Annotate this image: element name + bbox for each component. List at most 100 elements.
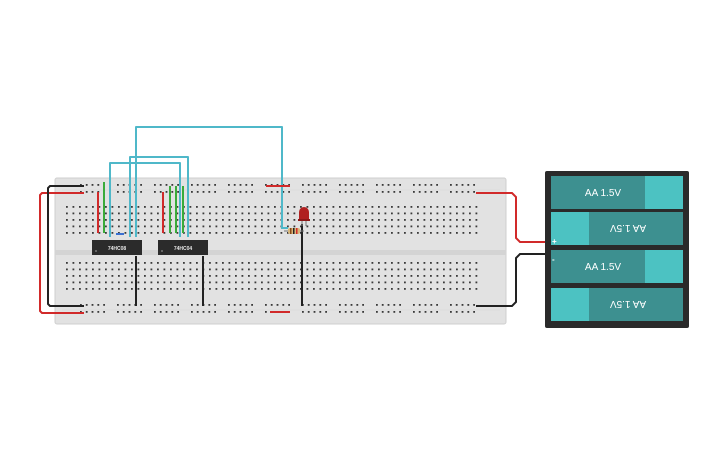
breadboard-hole: [430, 281, 432, 284]
breadboard-hole: [436, 275, 439, 277]
breadboard-hole: [105, 281, 107, 284]
breadboard-hole: [475, 212, 478, 215]
breadboard-hole: [424, 304, 427, 306]
breadboard-hole: [111, 232, 114, 234]
breadboard-hole: [436, 281, 439, 284]
breadboard-hole: [274, 212, 276, 215]
breadboard-hole: [144, 288, 146, 290]
breadboard-hole: [356, 184, 359, 186]
breadboard-hole: [215, 281, 218, 284]
breadboard-hole: [150, 219, 153, 221]
breadboard-hole: [410, 268, 413, 271]
breadboard-hole: [124, 206, 127, 208]
breadboard-hole: [345, 288, 348, 290]
breadboard-hole: [423, 268, 426, 271]
breadboard-hole: [118, 212, 120, 215]
breadboard-hole: [85, 225, 88, 228]
breadboard-hole: [350, 191, 353, 193]
cyan-wire-mid[interactable]: [129, 156, 189, 237]
breadboard-hole: [137, 268, 140, 271]
breadboard-hole: [215, 206, 218, 208]
breadboard-hole: [352, 206, 354, 208]
breadboard-hole: [352, 262, 354, 264]
breadboard-hole: [384, 225, 387, 228]
breadboard-hole: [319, 281, 322, 284]
breadboard-hole: [228, 275, 231, 277]
breadboard-hole: [248, 281, 250, 284]
breadboard-hole: [417, 232, 419, 234]
breadboard-hole: [111, 206, 114, 208]
breadboard-hole: [248, 275, 250, 277]
breadboard-hole: [157, 268, 159, 271]
breadboard-hole: [239, 311, 242, 313]
breadboard-hole: [254, 268, 257, 271]
black-wire-battery[interactable]: [476, 253, 548, 307]
led-red[interactable]: [298, 207, 310, 226]
red-wire-battery[interactable]: [476, 192, 548, 243]
breadboard-hole: [397, 262, 400, 264]
breadboard-hole: [176, 275, 179, 277]
breadboard-hole: [267, 219, 270, 221]
breadboard-hole: [371, 288, 374, 290]
breadboard-hole: [358, 212, 361, 215]
chip-74hc08[interactable]: 74HC08: [92, 240, 142, 255]
breadboard-hole: [467, 304, 470, 306]
breadboard-hole: [171, 304, 174, 306]
breadboard-center-channel: [55, 250, 506, 255]
breadboard-hole: [176, 225, 179, 228]
black-rail-left[interactable]: [47, 185, 84, 307]
breadboard-hole: [274, 275, 276, 277]
breadboard-hole: [387, 184, 390, 186]
breadboard-hole: [118, 206, 120, 208]
breadboard-hole: [79, 225, 81, 228]
breadboard-hole: [92, 212, 94, 215]
breadboard-hole: [319, 225, 322, 228]
breadboard-hole: [140, 184, 142, 186]
breadboard-hole: [215, 225, 218, 228]
breadboard-hole: [288, 304, 290, 306]
breadboard-hole: [105, 225, 107, 228]
breadboard-hole: [66, 225, 68, 228]
breadboard-hole: [165, 191, 168, 193]
breadboard-hole: [313, 225, 315, 228]
breadboard-hole: [362, 304, 364, 306]
breadboard-hole: [215, 212, 218, 215]
breadboard-hole: [404, 212, 406, 215]
breadboard-hole: [176, 281, 179, 284]
resistor[interactable]: [284, 228, 304, 234]
breadboard-hole: [270, 304, 273, 306]
breadboard-hole: [66, 288, 68, 290]
breadboard-hole: [423, 288, 426, 290]
breadboard-hole: [165, 304, 168, 306]
breadboard-hole: [176, 206, 179, 208]
breadboard-hole: [92, 275, 94, 277]
breadboard-hole: [397, 288, 400, 290]
breadboard-hole: [214, 184, 216, 186]
chip-74hc04[interactable]: 74HC04: [158, 240, 208, 255]
breadboard-hole: [306, 206, 309, 208]
breadboard-hole: [241, 262, 244, 264]
breadboard-hole: [456, 232, 458, 234]
cyan-wire-short[interactable]: [109, 162, 181, 237]
breadboard-hole: [267, 268, 270, 271]
breadboard-hole: [345, 206, 348, 208]
breadboard-hole: [144, 262, 146, 264]
breadboard-hole: [183, 275, 185, 277]
breadboard-hole: [280, 262, 283, 264]
breadboard-hole: [319, 311, 322, 313]
breadboard-hole: [97, 191, 100, 193]
breadboard-hole: [352, 225, 354, 228]
breadboard-hole: [352, 232, 354, 234]
breadboard-hole: [365, 212, 367, 215]
cyan-wire-long[interactable]: [135, 126, 283, 237]
breadboard-hole: [345, 268, 348, 271]
cyan-wire-led[interactable]: [281, 193, 288, 229]
breadboard-hole: [371, 268, 374, 271]
breadboard-hole: [196, 206, 198, 208]
breadboard-hole: [473, 311, 475, 313]
breadboard-hole: [248, 225, 250, 228]
breadboard-hole: [430, 268, 432, 271]
breadboard-hole: [475, 275, 478, 277]
breadboard-hole: [413, 304, 415, 306]
